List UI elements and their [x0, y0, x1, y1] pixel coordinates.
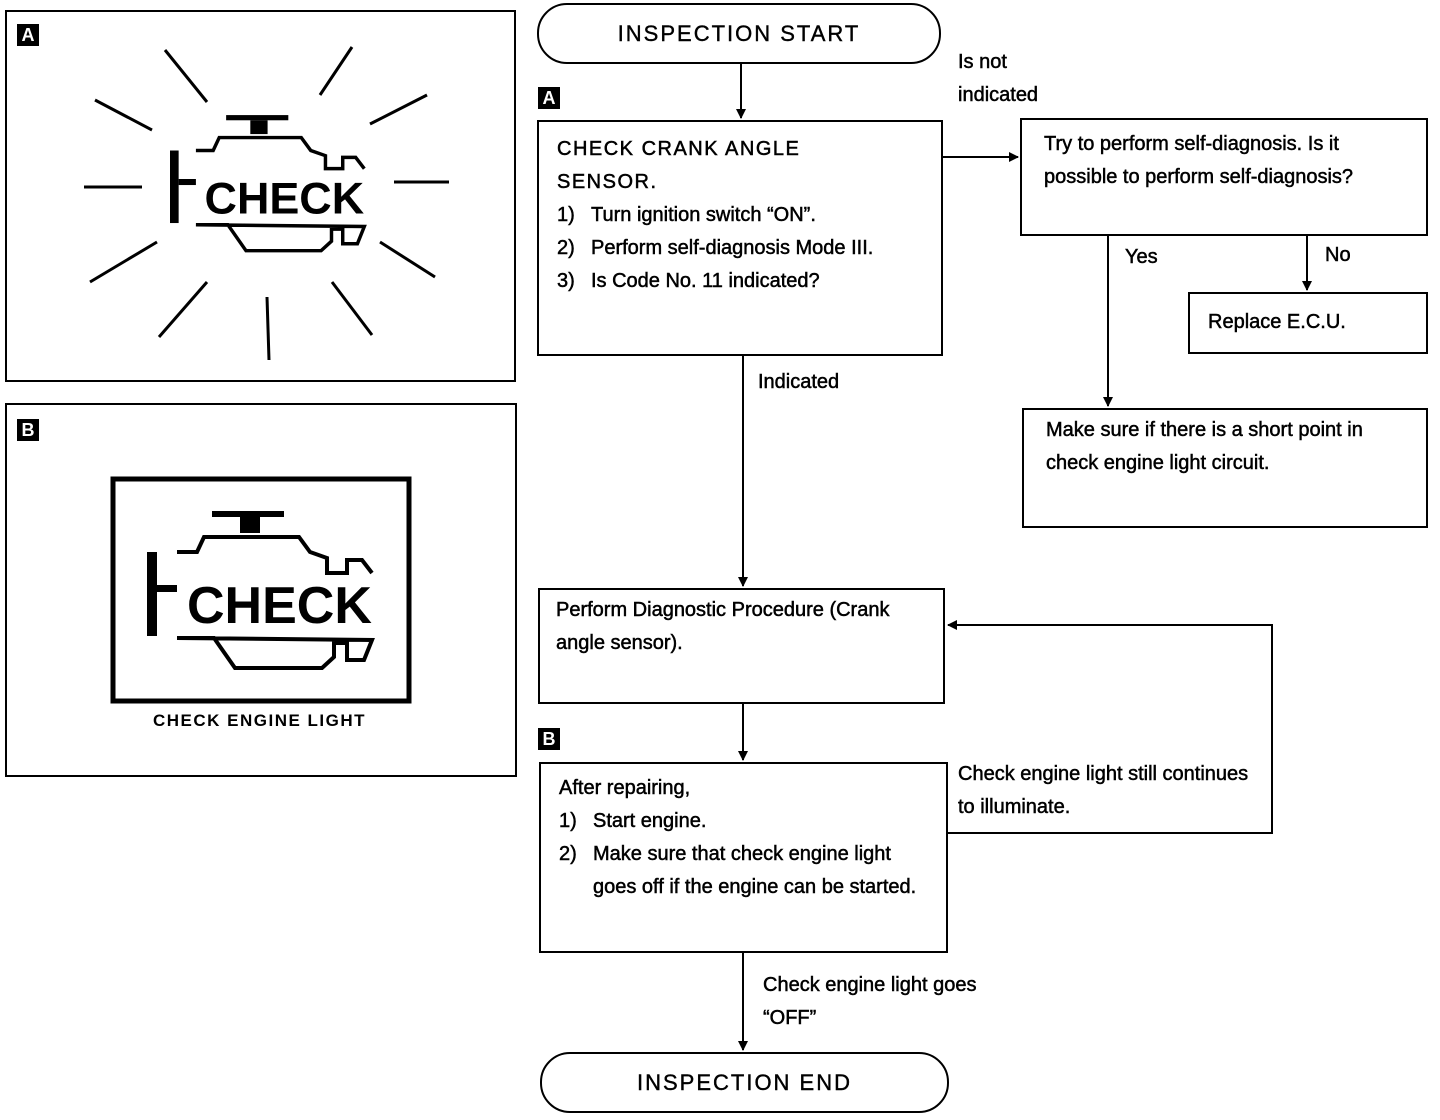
check-sensor-step: 1)Turn ignition switch “ON”.	[557, 204, 816, 227]
check-engine-light-caption: CHECK ENGINE LIGHT	[152, 711, 367, 730]
check-engine-icon: CHECK	[110, 476, 412, 704]
check-sensor-step: 2)Perform self-diagnosis Mode III.	[557, 237, 874, 260]
inspection-end: INSPECTION END	[540, 1052, 949, 1113]
after-repairing-box: After repairing, 1)Start engine. 2)Make …	[539, 762, 948, 953]
flashing-rays-icon	[84, 46, 449, 361]
panel-a-badge: A	[17, 24, 39, 46]
not-indicated-label: Is not indicated	[958, 51, 1039, 107]
still-illuminates-label: Check engine light still continues to il…	[958, 763, 1249, 819]
panel-a-flashing-light: A CHECK	[5, 10, 516, 382]
after-repair-step: 1)Start engine.	[559, 810, 707, 833]
after-repair-step: 2)Make sure that check engine light goes…	[559, 843, 917, 899]
panel-b-badge: B	[17, 419, 39, 441]
check-sensor-step: 3)Is Code No. 11 indicated?	[557, 270, 820, 293]
check-icon-text: CHECK	[187, 577, 372, 635]
check-crank-angle-sensor-box: CHECK CRANK ANGLE SENSOR. 1)Turn ignitio…	[537, 120, 943, 356]
arrow-still-illuminates	[947, 620, 1273, 834]
try-self-diagnosis-box: Try to perform self-diagnosis. Is it pos…	[1020, 118, 1428, 236]
after-repair-title: After repairing,	[559, 777, 691, 800]
perform-diagnostic-procedure-box: Perform Diagnostic Procedure (Crank angl…	[538, 588, 945, 704]
make-sure-short-box: Make sure if there is a short point in c…	[1022, 408, 1428, 528]
check-engine-icon: CHECK	[170, 115, 367, 253]
indicated-label: Indicated	[758, 371, 840, 394]
no-label: No	[1325, 244, 1351, 267]
panel-b-check-engine-light: B CHECK CHECK ENGINE LIGHT	[5, 403, 517, 777]
goes-off-label: Check engine light goes “OFF”	[763, 974, 977, 1030]
check-sensor-title: CHECK CRANK ANGLE	[557, 138, 801, 161]
check-sensor-title-2: SENSOR.	[557, 171, 658, 194]
yes-label: Yes	[1125, 246, 1158, 269]
step-a-badge: A	[538, 87, 560, 109]
inspection-start: INSPECTION START	[537, 3, 941, 64]
check-icon-text: CHECK	[205, 173, 365, 224]
step-b-badge: B	[538, 728, 560, 750]
replace-ecu-box: Replace E.C.U.	[1188, 292, 1428, 354]
